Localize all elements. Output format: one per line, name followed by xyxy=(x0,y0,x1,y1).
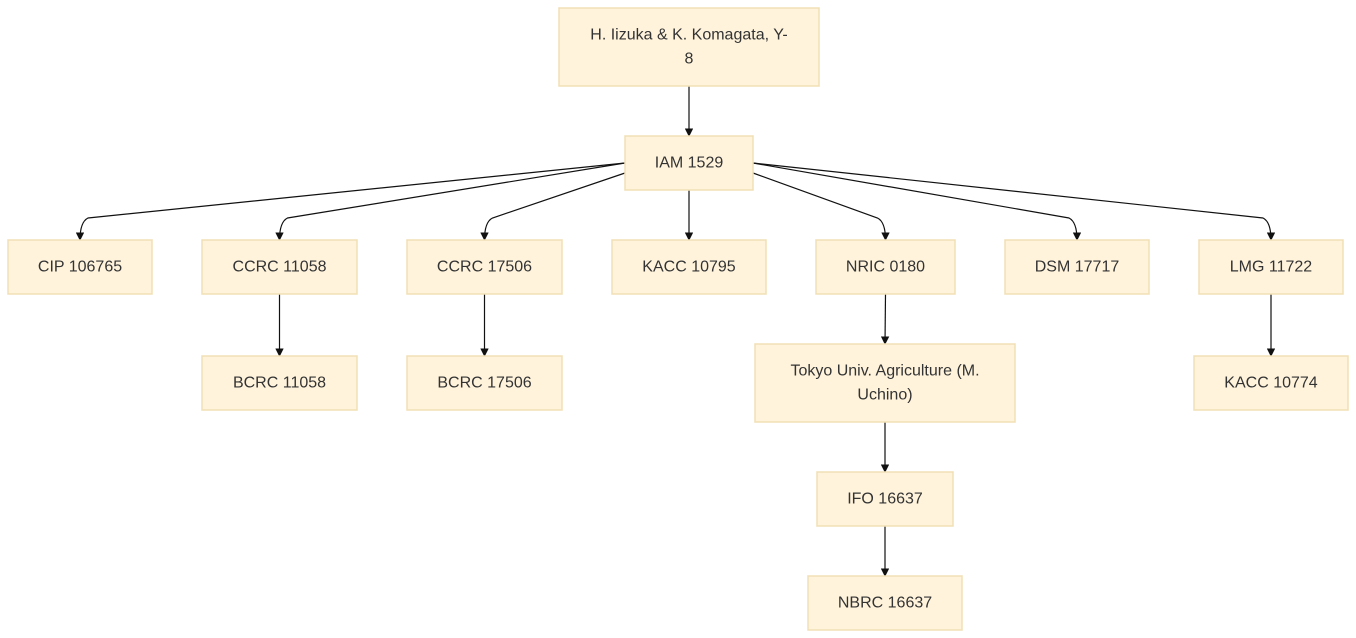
node-ifo16637-label-1: IFO 16637 xyxy=(847,491,923,508)
edge-iam1529-to-dsm17717 xyxy=(752,162,1082,241)
node-nric0180: NRIC 0180 xyxy=(815,239,956,295)
node-iizuka-label-2: 8 xyxy=(685,51,694,68)
node-dsm17717-box xyxy=(1004,239,1150,295)
node-dsm17717-label-1: DSM 17717 xyxy=(1035,259,1120,276)
node-cip106765-label-1: CIP 106765 xyxy=(38,259,122,276)
edge-iam1529-to-cip106765 xyxy=(75,162,626,241)
node-ccrc17506-label-1: CCRC 17506 xyxy=(437,259,532,276)
node-lmg11722-label-1: LMG 11722 xyxy=(1230,259,1313,276)
node-nbrc16637-label-1: NBRC 16637 xyxy=(838,595,932,612)
node-bcrc17506-label-1: BCRC 17506 xyxy=(437,375,531,392)
node-bcrc17506: BCRC 17506 xyxy=(406,355,563,411)
edge-iam1529-to-ccrc11058 xyxy=(275,162,626,241)
node-cip106765: CIP 106765 xyxy=(7,239,153,295)
node-kacc10774-label-1: KACC 10774 xyxy=(1224,375,1317,392)
node-iizuka-box xyxy=(558,7,820,87)
node-kacc10795-box xyxy=(611,239,767,295)
node-ccrc11058-box xyxy=(201,239,358,295)
node-ifo16637: IFO 16637 xyxy=(816,471,954,527)
node-ccrc17506: CCRC 17506 xyxy=(406,239,563,295)
edges-layer xyxy=(75,86,1276,577)
node-nric0180-label-1: NRIC 0180 xyxy=(846,259,925,276)
node-tokyo: Tokyo Univ. Agriculture (M. Uchino) xyxy=(754,343,1016,423)
node-ccrc11058: CCRC 11058 xyxy=(201,239,358,295)
node-tokyo-box xyxy=(754,343,1016,423)
node-nbrc16637: NBRC 16637 xyxy=(807,575,963,631)
edge-iam1529-to-lmg11722 xyxy=(752,162,1276,241)
node-lmg11722: LMG 11722 xyxy=(1198,239,1344,295)
node-nbrc16637-box xyxy=(807,575,963,631)
node-iam1529: IAM 1529 xyxy=(624,135,754,191)
node-kacc10774: KACC 10774 xyxy=(1193,355,1349,411)
node-tokyo-label-2: Uchino) xyxy=(857,387,912,404)
node-nric0180-box xyxy=(815,239,956,295)
edge-nric0180-to-tokyo xyxy=(880,293,890,345)
node-dsm17717: DSM 17717 xyxy=(1004,239,1150,295)
node-cip106765-box xyxy=(7,239,153,295)
node-tokyo-label-1: Tokyo Univ. Agriculture (M. xyxy=(790,363,979,380)
node-bcrc17506-box xyxy=(406,355,563,411)
node-bcrc11058-label-1: BCRC 11058 xyxy=(233,375,326,392)
node-ifo16637-box xyxy=(816,471,954,527)
node-ccrc11058-label-1: CCRC 11058 xyxy=(233,259,327,276)
edge-iam1529-to-ccrc17506 xyxy=(480,172,626,241)
node-bcrc11058-box xyxy=(201,355,358,411)
node-kacc10795-label-1: KACC 10795 xyxy=(642,259,735,276)
node-iam1529-box xyxy=(624,135,754,191)
node-kacc10774-box xyxy=(1193,355,1349,411)
node-iizuka-label-1: H. Iizuka & K. Komagata, Y- xyxy=(590,27,787,44)
edge-iam1529-to-nric0180 xyxy=(752,172,890,241)
node-kacc10795: KACC 10795 xyxy=(611,239,767,295)
node-ccrc17506-box xyxy=(406,239,563,295)
node-iizuka: H. Iizuka & K. Komagata, Y- 8 xyxy=(558,7,820,87)
node-lmg11722-box xyxy=(1198,239,1344,295)
node-iam1529-label-1: IAM 1529 xyxy=(655,155,724,172)
node-bcrc11058: BCRC 11058 xyxy=(201,355,358,411)
